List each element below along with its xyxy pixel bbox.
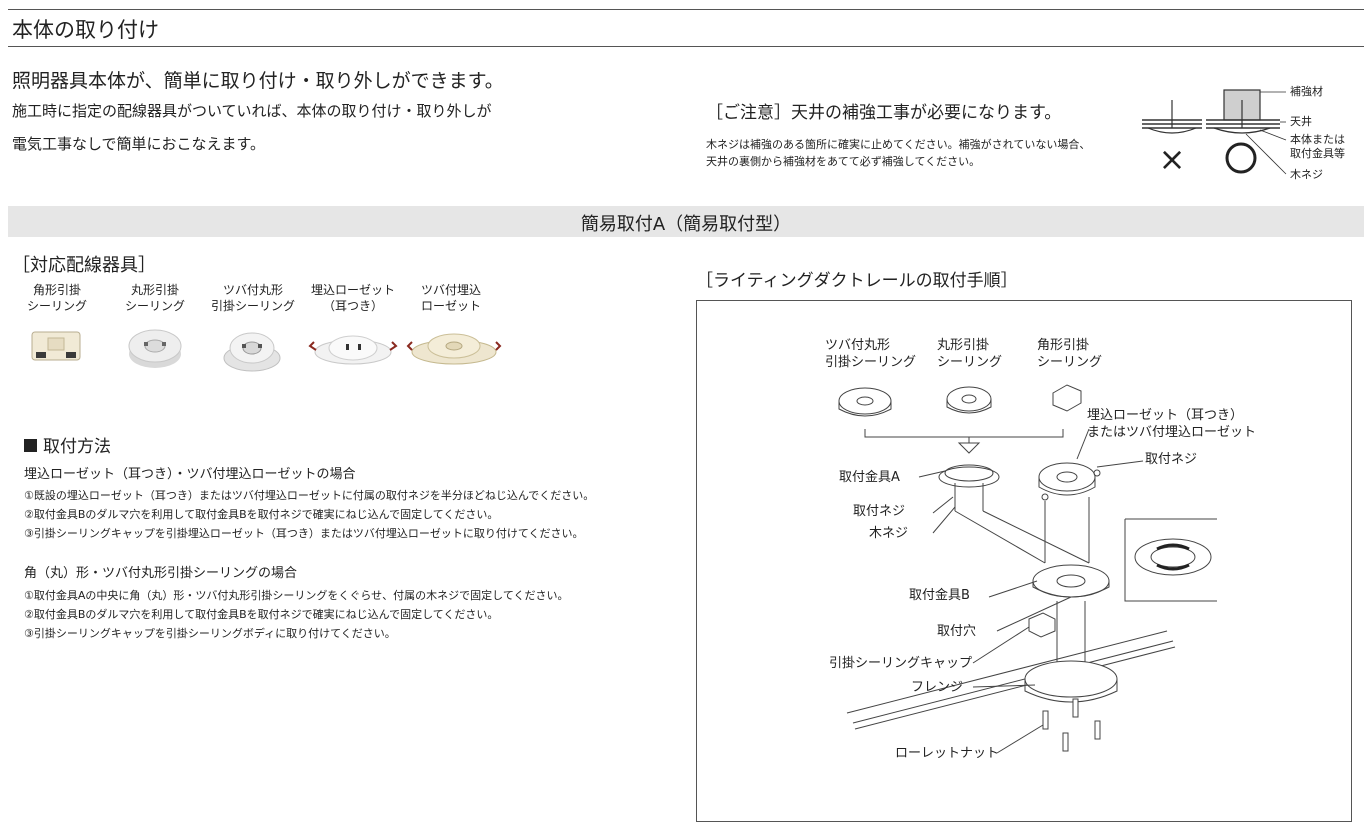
case-1-step-2: ②取付金具Bのダルマ穴を利用して取付金具Bを取付ネジで確実にねじ込んで固定してく… — [24, 508, 499, 521]
case-2-title: 角（丸）形・ツバ付丸形引掛シーリングの場合 — [24, 566, 298, 581]
case-1-step-3: ③引掛シーリングキャップを引掛埋込ローゼット（耳つき）またはツバ付埋込ローゼット… — [24, 527, 584, 540]
device-label-flanged-rosette: ツバ付埋込ローゼット — [420, 283, 481, 313]
flanged-rosette-icon — [406, 333, 502, 365]
label-reinforcement: 補強材 — [1290, 84, 1323, 98]
label-ceiling: 天井 — [1290, 114, 1312, 128]
device-label-flanged-round: ツバ付丸形引掛シーリング — [210, 283, 295, 313]
eared-rosette-icon — [308, 335, 398, 365]
intro-line-1: 施工時に指定の配線器具がついていれば、本体の取り付け・取り外しが — [12, 102, 492, 120]
caution-text-line-2: 天井の裏側から補強材をあてて必ず補強してください。 — [706, 155, 981, 168]
ng-mark: × — [1159, 140, 1186, 178]
ceiling-reinforcement-figure: × 補強材 天井 本体または 取付金具等 木ネジ — [1142, 84, 1345, 181]
case-2-step-1: ①取付金具Aの中央に角（丸）形・ツバ付丸形引掛シーリングをくぐらせ、付属の木ネジ… — [24, 589, 569, 602]
device-label-eared-rosette: 埋込ローゼット（耳つき） — [310, 283, 395, 313]
label-round: 丸形引掛シーリング — [937, 338, 1003, 370]
compatible-devices-title: ［対応配線器具］ — [12, 255, 156, 276]
label-body-line-2: 取付金具等 — [1290, 146, 1345, 160]
label-mount-screw-left: 取付ネジ — [853, 504, 906, 519]
procedure-diagram: ツバ付丸形引掛シーリング 丸形引掛シーリング 角形引掛シーリング 埋込ローゼット… — [696, 300, 1352, 822]
square-ceiling-outlet-icon — [31, 331, 81, 361]
label-cap: 引掛シーリングキャップ — [829, 656, 973, 671]
label-wood-screw: 木ネジ — [869, 526, 909, 541]
title-underline — [8, 46, 1364, 47]
banner-title: 簡易取付A（簡易取付型） — [580, 214, 792, 235]
caution-text-line-1: 木ネジは補強のある箇所に確実に止めてください。補強がされていない場合、 — [706, 138, 1091, 151]
bullet-square-icon — [24, 439, 37, 452]
label-bracket-a: 取付金具A — [839, 470, 900, 485]
label-knurled-nut: ローレットナット — [895, 746, 1000, 761]
method-title: 取付方法 — [24, 432, 111, 457]
case-1-step-1: ①既設の埋込ローゼット（耳つき）またはツバ付埋込ローゼットに付属の取付ネジを半分… — [24, 489, 595, 502]
case-2-step-3: ③引掛シーリングキャップを引掛シーリングボディに取り付けてください。 — [24, 627, 396, 640]
ok-example — [1206, 89, 1287, 175]
section-title: 本体の取り付け — [12, 18, 159, 42]
lead-text: 照明器具本体が、簡単に取り付け・取り外しができます。 — [12, 70, 504, 92]
round-ceiling-outlet-icon — [128, 329, 182, 368]
label-body-line-1: 本体または — [1290, 132, 1345, 146]
label-flange: フレンジ — [911, 680, 964, 695]
section-banner: 簡易取付A（簡易取付型） — [8, 206, 1364, 237]
device-label-round: 丸形引掛シーリング — [124, 283, 185, 313]
top-rule — [8, 9, 1364, 10]
device-label-square: 角形引掛シーリング — [26, 283, 87, 313]
flanged-round-ceiling-outlet-icon — [223, 332, 281, 372]
label-mount-hole: 取付穴 — [937, 624, 977, 639]
case-1-title: 埋込ローゼット（耳つき）・ツバ付埋込ローゼットの場合 — [24, 467, 356, 482]
label-bracket-b: 取付金具B — [909, 588, 970, 603]
label-mount-screw-right: 取付ネジ — [1145, 452, 1198, 467]
intro-line-2: 電気工事なしで簡単におこなえます。 — [12, 135, 266, 153]
duct-rail-mounting-drawing — [838, 384, 1217, 754]
label-flanged-round: ツバ付丸形引掛シーリング — [825, 338, 917, 370]
caution-title: ［ご注意］天井の補強工事が必要になります。 — [706, 103, 1062, 123]
ng-example: × — [1142, 100, 1202, 178]
label-wood-screw: 木ネジ — [1290, 168, 1323, 181]
label-rosette: 埋込ローゼット（耳つき）またはツバ付埋込ローゼット — [1087, 408, 1257, 440]
procedure-title: ［ライティングダクトレールの取付手順］ — [696, 271, 1018, 291]
case-2-step-2: ②取付金具Bのダルマ穴を利用して取付金具Bを取付ネジで確実にねじ込んで固定してく… — [24, 608, 499, 621]
label-square: 角形引掛シーリング — [1037, 338, 1103, 370]
